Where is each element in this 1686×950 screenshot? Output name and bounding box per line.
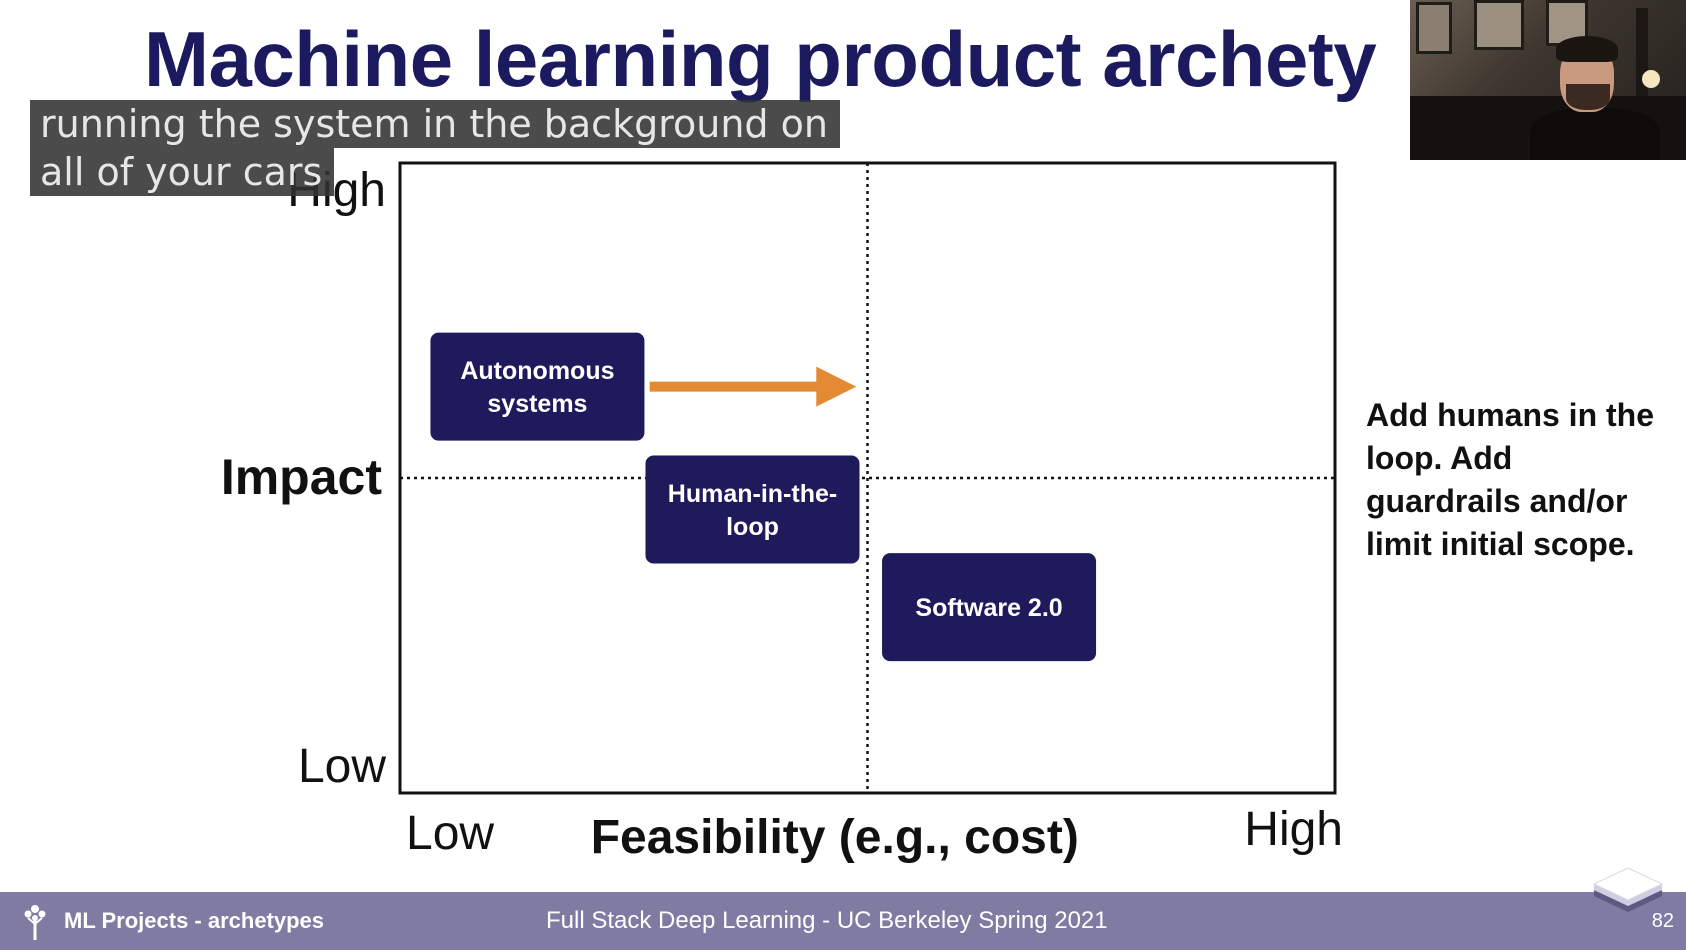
y-tick-label-low: Low xyxy=(298,740,386,793)
shift-arrow xyxy=(649,366,857,407)
archetype-box-bg xyxy=(645,455,860,564)
x-axis-label: Feasibility (e.g., cost) xyxy=(591,811,1079,864)
tree-logo-icon xyxy=(24,905,46,940)
quadrant-chart: High Low Impact Low High Feasibility (e.… xyxy=(221,161,1343,864)
archetype-box-label: systems xyxy=(487,390,587,418)
archetype-box: Software 2.0 xyxy=(882,553,1097,662)
side-note: Add humans in the loop. Add guardrails a… xyxy=(1366,397,1654,562)
archetype-box-bg xyxy=(882,553,1097,662)
archetype-box: Human-in-the-loop xyxy=(645,455,860,564)
speaker-body xyxy=(1530,108,1660,160)
arrow-head xyxy=(816,366,857,407)
archetype-boxes: Autonomous systemsHuman-in-the-loopSoftwa… xyxy=(430,332,1097,662)
caption-line: running the system in the background on xyxy=(30,100,840,148)
page-number: 82 xyxy=(1651,910,1674,932)
footer-section-title: ML Projects - archetypes xyxy=(64,908,325,933)
webcam-video xyxy=(1410,0,1686,160)
archetype-box-label: Autonomous xyxy=(460,357,614,385)
archetype-box: Autonomous systems xyxy=(430,332,645,441)
caption-line: all of your cars xyxy=(30,148,335,196)
speaker-beard xyxy=(1566,84,1610,110)
picture-frame xyxy=(1474,0,1524,50)
archetype-box-label: Software 2.0 xyxy=(915,594,1062,622)
archetype-box-label: loop xyxy=(726,513,779,541)
archetype-box-bg xyxy=(430,332,645,441)
x-tick-label-high: High xyxy=(1244,803,1343,856)
slide-footer: ML Projects - archetypes Full Stack Deep… xyxy=(0,867,1686,950)
picture-frame xyxy=(1416,2,1452,54)
layers-icon xyxy=(1592,867,1664,912)
y-axis-label: Impact xyxy=(221,449,383,505)
x-tick-label-low: Low xyxy=(406,807,494,860)
lamp-bulb xyxy=(1642,70,1660,88)
slide-title: Machine learning product archety xyxy=(144,15,1377,103)
caption-overlay: running the system in the background on … xyxy=(30,100,840,196)
footer-course-title: Full Stack Deep Learning - UC Berkeley S… xyxy=(546,907,1108,934)
archetype-box-label: Human-in-the- xyxy=(668,480,837,508)
speaker-hair xyxy=(1556,36,1618,62)
